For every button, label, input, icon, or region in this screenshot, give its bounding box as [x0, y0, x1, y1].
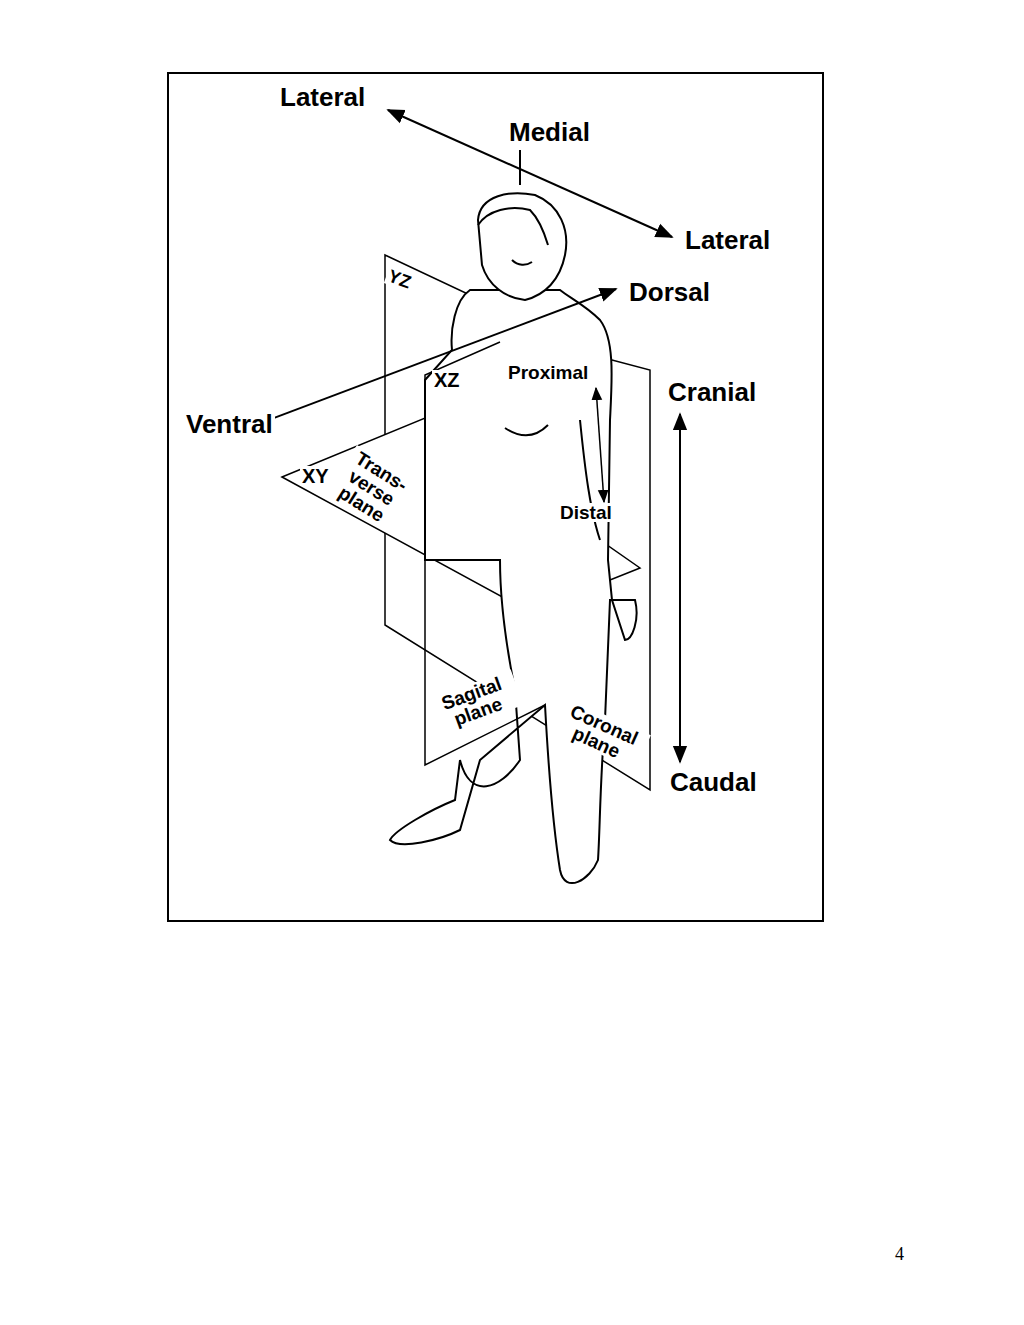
page-number: 4: [893, 1245, 906, 1263]
lateral-axis: [388, 110, 672, 237]
cranial-caudal-axis: [679, 414, 681, 762]
direction-label: Distal: [558, 503, 614, 522]
direction-label: Ventral: [184, 411, 275, 437]
proximal-distal-axis: [596, 388, 604, 502]
direction-label: Lateral: [278, 84, 367, 110]
direction-label: Medial: [507, 119, 592, 145]
direction-label: Caudal: [668, 769, 759, 795]
direction-label: Dorsal: [627, 279, 712, 305]
direction-label: Cranial: [666, 379, 758, 405]
plane-label: XZ: [432, 370, 462, 390]
dorsal-ventral-axis: [242, 289, 616, 430]
direction-label: Proximal: [506, 363, 590, 382]
medial-tick: [519, 150, 521, 185]
sagittal-plane: [425, 342, 545, 765]
direction-label: Lateral: [683, 227, 772, 253]
frame: [168, 73, 823, 921]
human-figure: [390, 193, 637, 883]
plane-label: XY: [300, 466, 331, 486]
